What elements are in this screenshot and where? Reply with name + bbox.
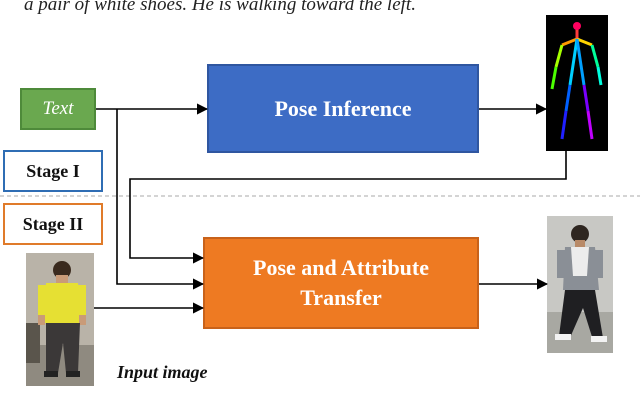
input-person-image bbox=[26, 253, 94, 386]
output-person-image bbox=[547, 216, 613, 353]
input-image-label: Input image bbox=[117, 362, 208, 382]
transfer-label-line2: Transfer bbox=[300, 285, 382, 310]
transfer-label-line1: Pose and Attribute bbox=[253, 255, 429, 280]
description-caption: a pair of white shoes. He is walking tow… bbox=[24, 0, 416, 15]
pose-skeleton-image bbox=[546, 15, 608, 151]
stage-2-label: Stage II bbox=[3, 203, 103, 245]
pose-attribute-transfer-box: Pose and Attribute Transfer bbox=[203, 237, 479, 329]
text-input-box: Text bbox=[20, 88, 96, 130]
pose-inference-box: Pose Inference bbox=[207, 64, 479, 153]
stage-1-label: Stage I bbox=[3, 150, 103, 192]
